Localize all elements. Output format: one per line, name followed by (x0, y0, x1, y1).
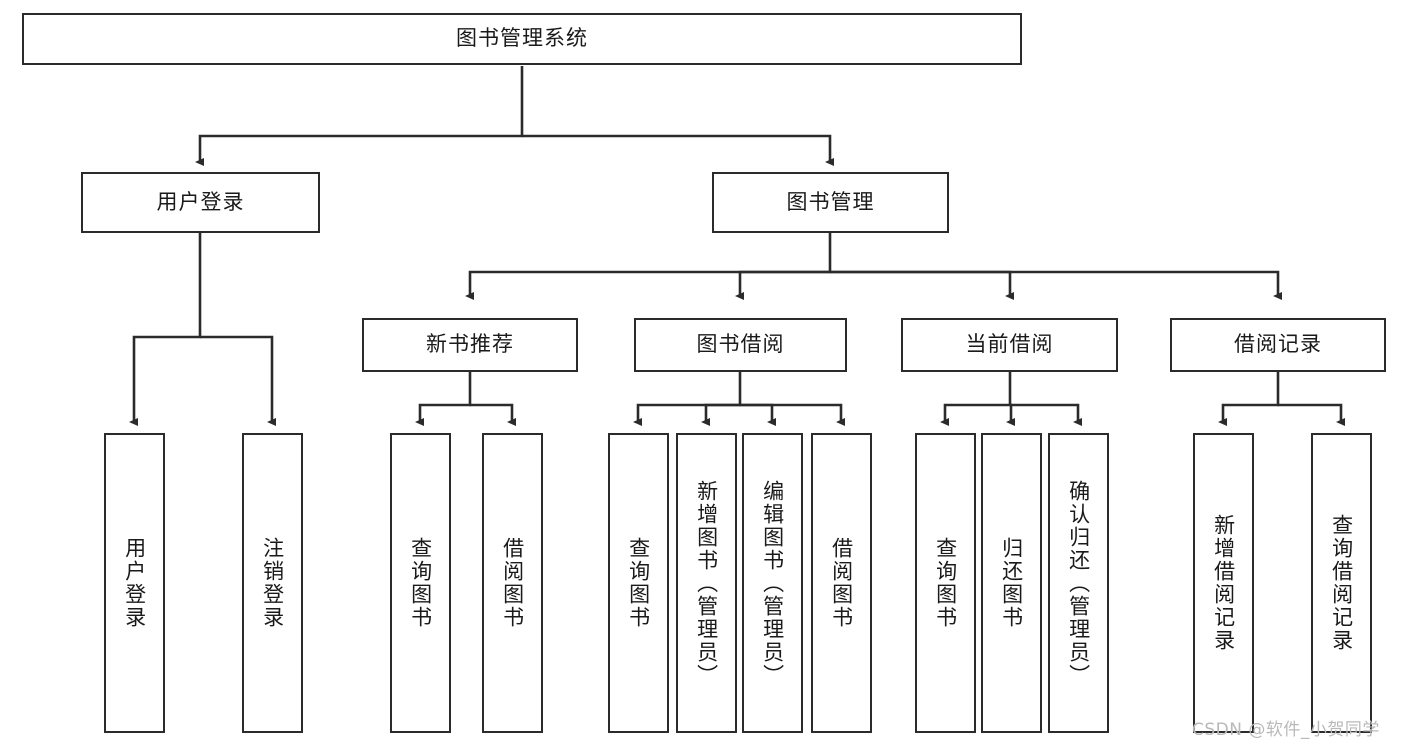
leaf-borrow-book-label: 借阅图书 (829, 537, 854, 629)
leaf-edit-book[interactable]: 编辑图书（管理员） (742, 433, 803, 733)
leaf-query-book-newbook-label: 查询图书 (408, 537, 433, 629)
node-current-borrow-label: 当前借阅 (965, 332, 1054, 357)
leaf-borrow-book-newbook-label: 借阅图书 (500, 537, 525, 629)
leaf-return-book[interactable]: 归还图书 (981, 433, 1042, 733)
node-book-borrow-label: 图书借阅 (696, 332, 785, 357)
leaf-borrow-book-newbook[interactable]: 借阅图书 (482, 433, 543, 733)
node-current-borrow[interactable]: 当前借阅 (901, 318, 1118, 372)
node-root[interactable]: 图书管理系统 (22, 13, 1022, 65)
edge-bookborrow-query (633, 372, 742, 426)
leaf-return-book-label: 归还图书 (999, 537, 1024, 629)
edge-currentborrow-query (940, 372, 1012, 426)
edge-bookborrow-add (701, 403, 740, 426)
leaf-logout-label: 注销登录 (260, 537, 285, 629)
edge-bookborrow-borrow (740, 403, 845, 426)
node-book-manage[interactable]: 图书管理 (712, 172, 949, 233)
leaf-query-borrow-record[interactable]: 查询借阅记录 (1311, 433, 1372, 733)
edge-borrowrecord-query (1278, 403, 1345, 426)
leaf-borrow-book[interactable]: 借阅图书 (811, 433, 872, 733)
leaf-query-book-current[interactable]: 查询图书 (915, 433, 976, 733)
edge-bookmanage-bookborrow (735, 270, 830, 300)
leaf-add-book[interactable]: 新增图书（管理员） (676, 433, 737, 733)
edge-bookmanage-borrowrecord (830, 270, 1282, 300)
edge-currentborrow-return (1006, 403, 1015, 426)
node-user-login-label: 用户登录 (156, 189, 245, 214)
leaf-user-login-label: 用户登录 (122, 537, 147, 629)
node-user-login[interactable]: 用户登录 (81, 172, 320, 233)
edge-bookmanage-currentborrow (830, 270, 1014, 300)
leaf-query-book-borrow[interactable]: 查询图书 (608, 433, 669, 733)
edge-borrowrecord-add (1218, 372, 1280, 426)
edge-root-book-manage (522, 134, 834, 166)
edge-newbook-query (415, 372, 472, 426)
leaf-query-borrow-record-label: 查询借阅记录 (1329, 514, 1354, 652)
leaf-query-book-current-label: 查询图书 (933, 537, 958, 629)
edge-userlogin-leaf1 (129, 233, 202, 426)
watermark: CSDN @软件_小贺同学 (1192, 720, 1380, 740)
leaf-confirm-return[interactable]: 确认归还（管理员） (1048, 433, 1109, 733)
node-new-book-recommend-label: 新书推荐 (426, 332, 514, 357)
edge-bookmanage-newbook (465, 233, 832, 300)
node-borrow-record[interactable]: 借阅记录 (1170, 318, 1386, 372)
leaf-user-login[interactable]: 用户登录 (104, 433, 165, 733)
leaf-add-borrow-record[interactable]: 新增借阅记录 (1193, 433, 1254, 733)
node-root-label: 图书管理系统 (456, 26, 588, 51)
edge-userlogin-leaf2 (200, 335, 276, 426)
edge-bookborrow-edit (740, 403, 776, 426)
node-book-borrow[interactable]: 图书借阅 (634, 318, 847, 372)
leaf-edit-book-label: 编辑图书（管理员） (760, 479, 785, 687)
leaf-add-borrow-record-label: 新增借阅记录 (1211, 514, 1236, 652)
node-book-manage-label: 图书管理 (786, 189, 875, 214)
leaf-logout[interactable]: 注销登录 (242, 433, 303, 733)
node-new-book-recommend[interactable]: 新书推荐 (362, 318, 578, 372)
leaf-query-book-borrow-label: 查询图书 (626, 537, 651, 629)
leaf-query-book-newbook[interactable]: 查询图书 (390, 433, 451, 733)
edge-newbook-borrow (470, 403, 516, 426)
leaf-add-book-label: 新增图书（管理员） (694, 479, 719, 687)
edge-currentborrow-confirm (1010, 403, 1082, 426)
node-borrow-record-label: 借阅记录 (1234, 332, 1322, 357)
edge-root-user-login (195, 66, 524, 166)
leaf-confirm-return-label: 确认归还（管理员） (1066, 479, 1091, 687)
